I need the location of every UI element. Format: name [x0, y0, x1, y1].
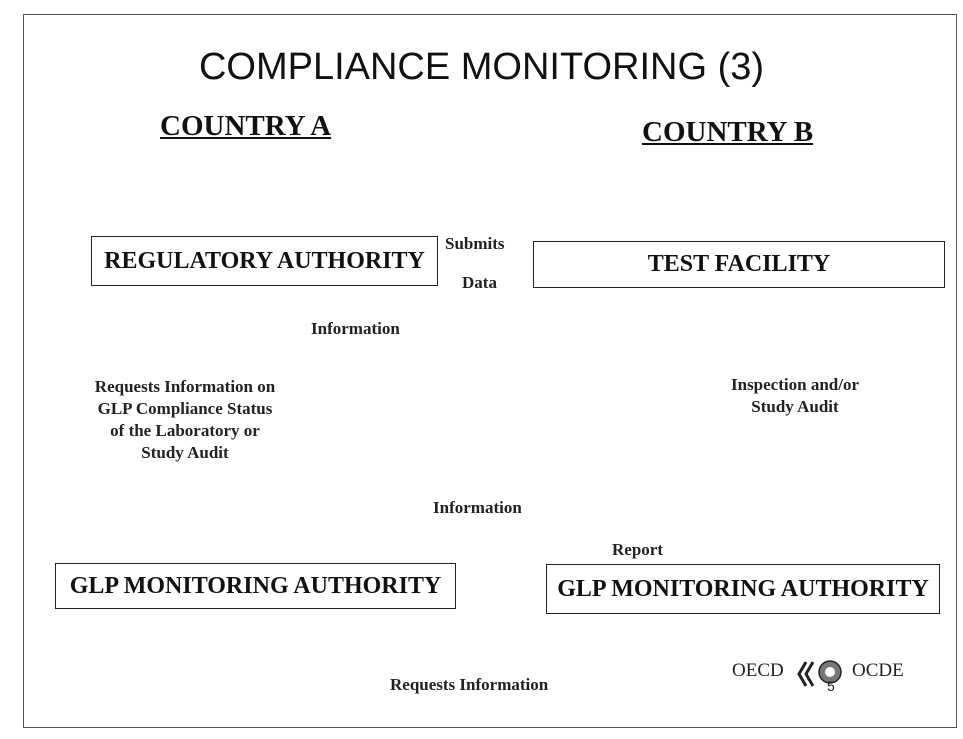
requests-line-2: GLP Compliance Status — [97, 399, 273, 418]
glp-monitoring-authority-a-box: GLP MONITORING AUTHORITY — [55, 563, 456, 609]
glp-monitoring-authority-b-label: GLP MONITORING AUTHORITY — [557, 575, 929, 602]
page-title: COMPLIANCE MONITORING (3) — [198, 46, 765, 88]
country-b-heading: COUNTRY B — [642, 116, 814, 148]
requests-line-3: of the Laboratory or — [110, 421, 260, 440]
glp-monitoring-authority-b-box: GLP MONITORING AUTHORITY — [546, 564, 940, 614]
information-up-label: Information — [311, 319, 400, 338]
page-number: 5 — [827, 678, 835, 694]
glp-monitoring-authority-a-label: GLP MONITORING AUTHORITY — [69, 572, 442, 599]
test-facility-box: TEST FACILITY — [533, 241, 945, 288]
oecd-logo-text-right: OCDE — [852, 660, 904, 681]
submits-label: Submits — [445, 234, 505, 253]
information-mid-label: Information — [433, 498, 522, 517]
report-label: Report — [612, 540, 663, 559]
requests-information-label: Requests Information — [390, 675, 549, 694]
regulatory-authority-label: REGULATORY AUTHORITY — [104, 247, 425, 274]
country-a-heading: COUNTRY A — [160, 110, 332, 142]
data-label: Data — [462, 273, 497, 292]
oecd-logo-text-left: OECD — [732, 660, 784, 681]
inspection-label: Inspection and/or Study Audit — [705, 374, 885, 418]
requests-information-on-label: Requests Information on GLP Compliance S… — [55, 376, 315, 464]
inspection-line-1: Inspection and/or — [731, 375, 859, 394]
requests-line-4: Study Audit — [141, 443, 229, 462]
oecd-logo: OECD OCDE 5 — [732, 652, 932, 694]
regulatory-authority-box: REGULATORY AUTHORITY — [91, 236, 438, 286]
requests-line-1: Requests Information on — [94, 377, 276, 396]
test-facility-label: TEST FACILITY — [647, 251, 831, 277]
inspection-line-2: Study Audit — [751, 397, 839, 416]
oecd-emblem-icon — [797, 660, 842, 687]
